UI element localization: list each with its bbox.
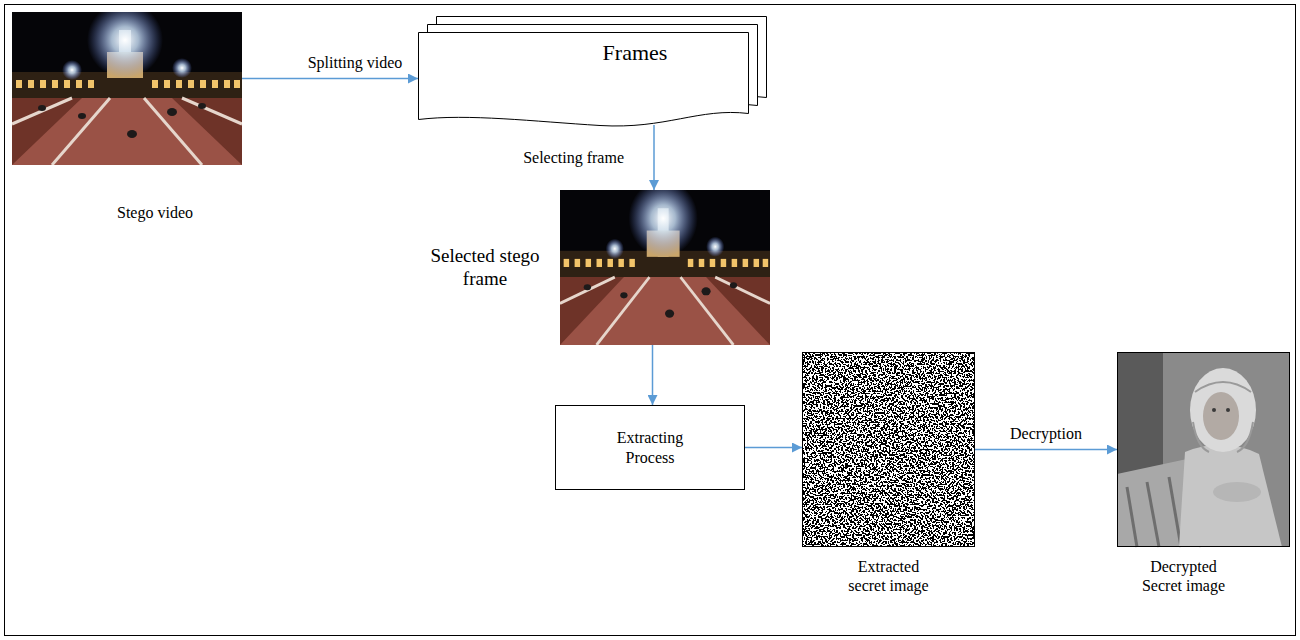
document-stack (418, 32, 748, 125)
process-box: Extracting Process (555, 405, 745, 490)
image-node: Extracted secret image (802, 352, 975, 547)
frames-stack: Frames (418, 32, 748, 125)
portrait-ground (1117, 352, 1290, 547)
flow-arrow (975, 449, 1117, 451)
flow-arrow (653, 125, 655, 190)
node-caption: Stego video (90, 203, 220, 222)
body (1179, 444, 1282, 547)
node-caption: Decrypted Secret image (1134, 557, 1234, 595)
video-picture (12, 2, 242, 165)
scarf (1190, 368, 1256, 452)
edge-label: Splitting video (306, 53, 405, 72)
node-caption: Selected stego frame (430, 245, 540, 291)
edge-label: Selecting frame (521, 148, 626, 167)
flow-arrow (242, 78, 418, 80)
face (1203, 392, 1239, 440)
arm (1213, 482, 1261, 502)
eye (1212, 408, 1216, 412)
noise-picture (802, 352, 975, 547)
picture-border (1118, 353, 1290, 547)
node-caption: Frames (603, 40, 668, 66)
frame-picture (560, 180, 770, 345)
scarf-stripes (1193, 382, 1253, 452)
node-caption: Extracted secret image (839, 557, 939, 595)
image-node: Decrypted Secret image (1117, 352, 1290, 547)
document-sheet (419, 33, 749, 126)
picture-border (803, 353, 975, 547)
eye (1226, 408, 1230, 412)
box-text: Extracting Process (600, 428, 700, 466)
flow-arrow (745, 447, 802, 449)
frame-node: Selected stego frame (560, 190, 770, 345)
portrait-picture (1117, 352, 1290, 547)
video-node: Stego video (12, 12, 242, 165)
edge-label: Decryption (1008, 424, 1084, 443)
flow-arrow (652, 345, 654, 405)
